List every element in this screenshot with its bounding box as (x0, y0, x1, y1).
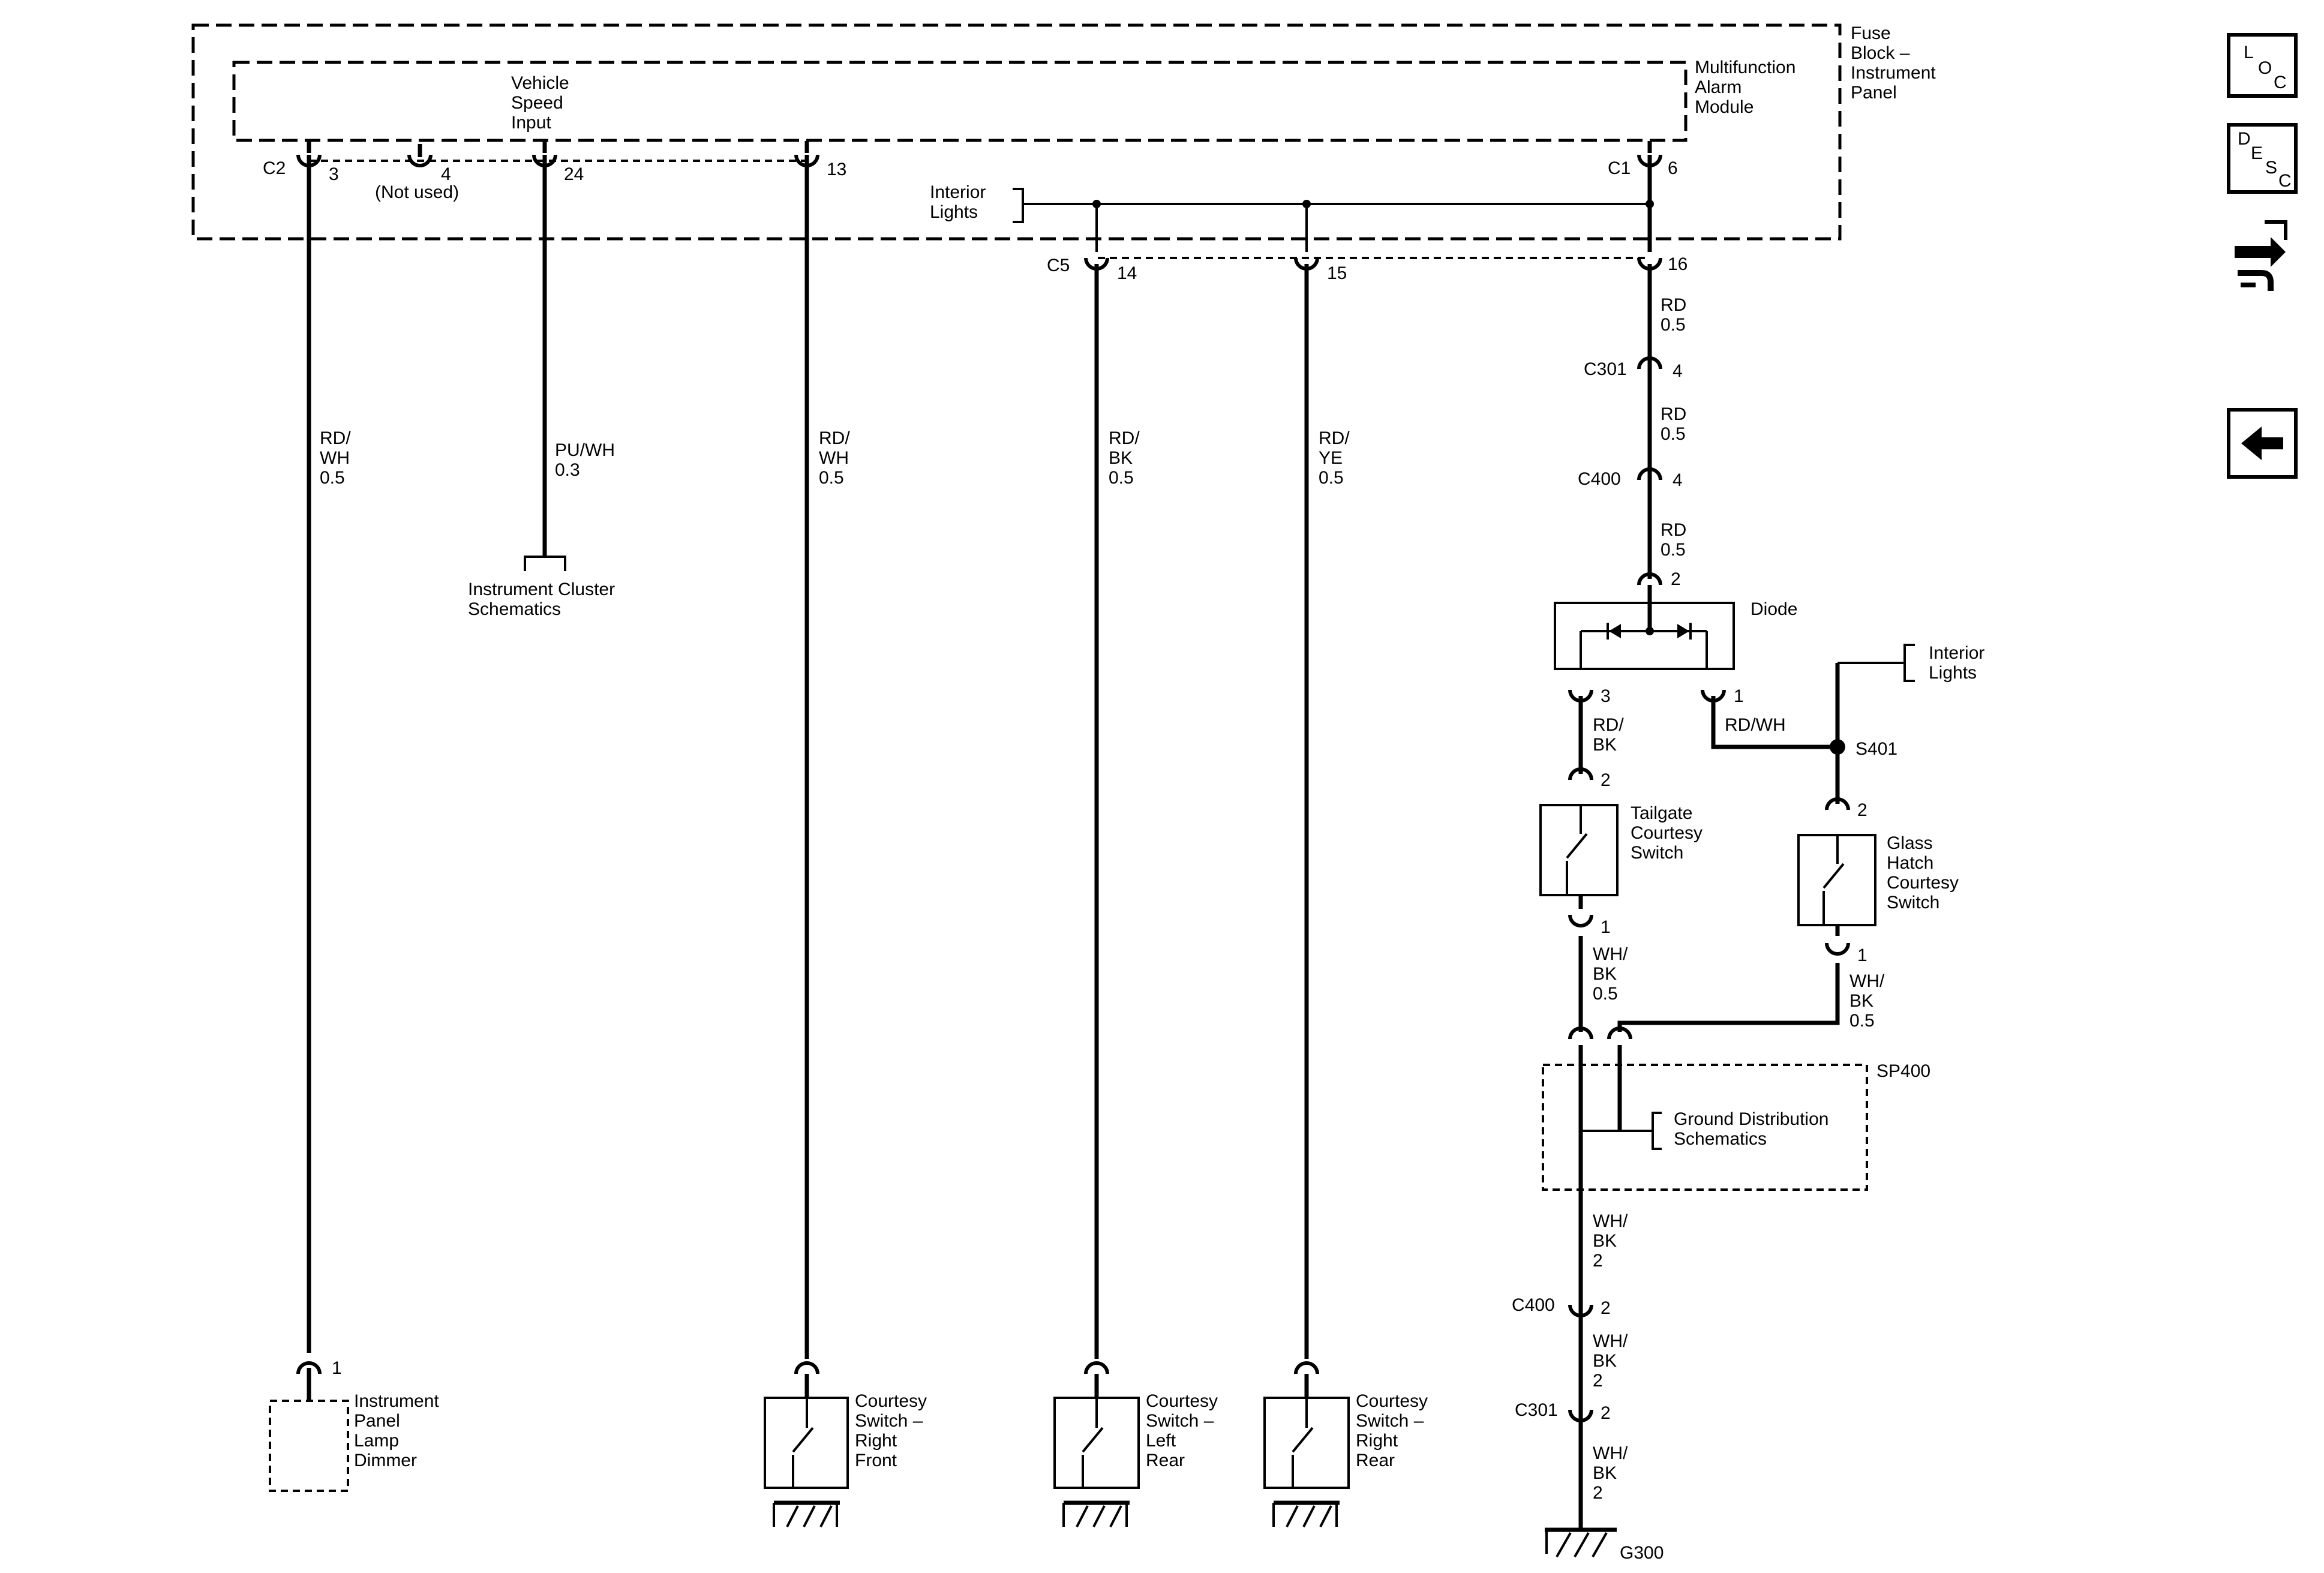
c301-lower-label: C301 (1515, 1400, 1558, 1420)
sp400-label: SP400 (1876, 1061, 1930, 1081)
bus-splice-15 (1302, 200, 1311, 208)
courtesy-switch-right-front-symbol (764, 1374, 849, 1527)
bus-splice-14 (1092, 200, 1101, 208)
diode-right-symbol (1677, 624, 1689, 638)
instrument-cluster-bracket (524, 556, 566, 571)
s401-label: S401 (1855, 739, 1897, 759)
courtesy-switch-right-rear-symbol (1263, 1374, 1350, 1527)
wire-label-rd-bk: RD/BK (1593, 715, 1624, 755)
desc-button[interactable]: D E S C (2227, 123, 2298, 194)
fuse-block-boundary (191, 23, 1842, 241)
module-boundary (232, 61, 1688, 142)
pin-tail-2: 2 (1601, 770, 1611, 790)
loc-letter-c: C (2274, 73, 2287, 92)
back-button[interactable] (2227, 408, 2298, 479)
pin-c400-4: 4 (1673, 470, 1683, 490)
wire-label-rd-wh: RD/WH (1725, 715, 1786, 735)
c400-lower-label: C400 (1512, 1295, 1555, 1315)
pin-c301-4: 4 (1673, 361, 1683, 381)
pin-13: 13 (827, 160, 846, 179)
back-arrow-icon (2241, 427, 2283, 460)
sp400-box (1542, 1064, 1868, 1191)
pin-14: 14 (1117, 263, 1137, 283)
courtesy-switch-left-rear-symbol (1053, 1374, 1140, 1527)
desc-letter-s: S (2265, 158, 2278, 178)
pin-c400-2: 2 (1601, 1298, 1611, 1318)
ip-lamp-dimmer-box (269, 1400, 349, 1492)
diode-label: Diode (1750, 599, 1797, 619)
pin-15: 15 (1327, 263, 1347, 283)
c301-label: C301 (1584, 359, 1627, 379)
pin-diode-2: 2 (1671, 569, 1681, 589)
c1-label: C1 (1608, 158, 1631, 178)
loc-button[interactable]: L O C (2227, 33, 2298, 98)
connector-swap-icon[interactable] (2229, 213, 2295, 297)
c400-label: C400 (1578, 469, 1621, 489)
loc-letter-l: L (2244, 43, 2254, 62)
pin-dim-1: 1 (332, 1358, 342, 1378)
desc-letter-c: C (2278, 171, 2292, 191)
not-used-label: (Not used) (375, 182, 459, 202)
c2-label: C2 (263, 158, 286, 178)
interior-lights-right-bracket (1903, 644, 1915, 682)
bus-splice-16 (1646, 200, 1654, 208)
pin-tail-1: 1 (1601, 917, 1611, 937)
pin-6: 6 (1668, 158, 1678, 178)
diode-left-symbol (1609, 624, 1621, 638)
tailgate-switch-box (1539, 804, 1619, 896)
pin-24: 24 (564, 164, 584, 184)
pin-glass-1: 1 (1857, 945, 1867, 965)
diode-box (1554, 602, 1735, 670)
wire-wh-bk-glass (1617, 963, 1840, 1032)
pin-diode-1: 1 (1734, 686, 1744, 706)
pin-4: 4 (441, 164, 451, 184)
desc-letter-e: E (2251, 143, 2263, 163)
ground-distribution-bracket (1652, 1112, 1662, 1150)
pin-3: 3 (329, 164, 339, 184)
pin-diode-3: 3 (1601, 686, 1611, 706)
pin-16: 16 (1668, 254, 1688, 274)
interior-lights-bracket-top (1013, 188, 1024, 223)
pin-glass-2: 2 (1857, 800, 1867, 820)
pin-c301-2: 2 (1601, 1403, 1611, 1423)
wire-rd-wh-s401 (1711, 696, 1837, 749)
connector-arcs (296, 141, 1850, 1422)
c5-label: C5 (1047, 256, 1070, 275)
g300-label: G300 (1620, 1543, 1664, 1563)
desc-letter-d: D (2238, 129, 2251, 149)
loc-letter-o: O (2258, 58, 2272, 78)
